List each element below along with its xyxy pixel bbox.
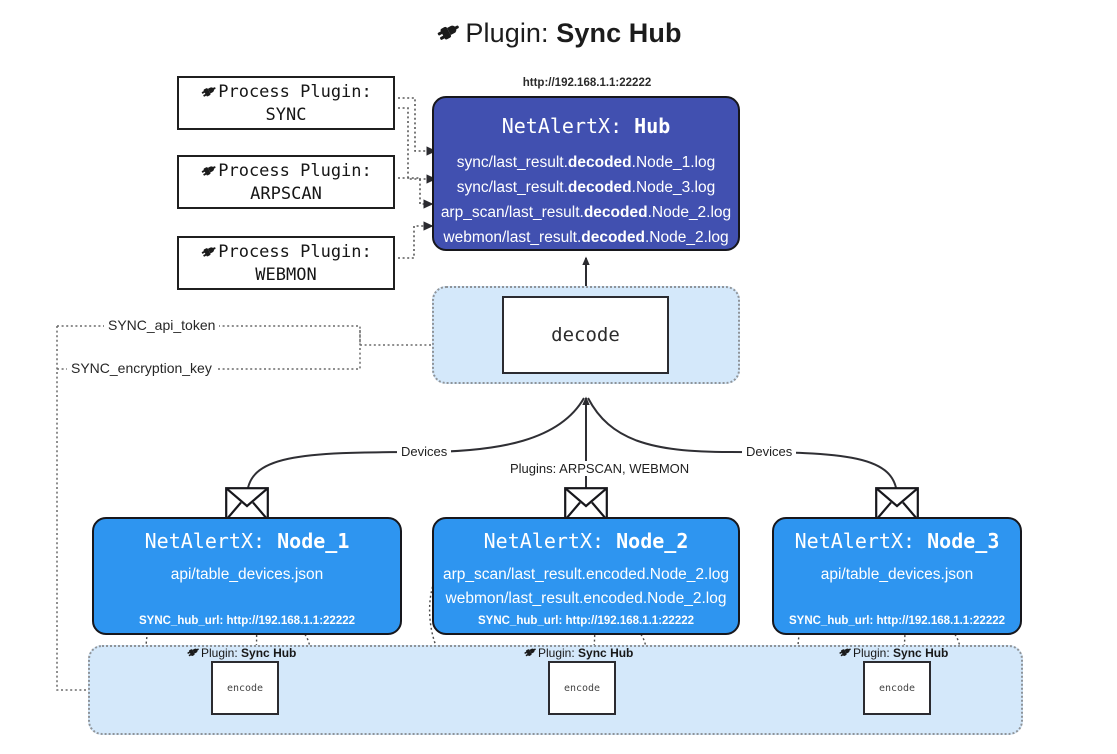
encode-box-3[interactable]: encode — [863, 661, 931, 715]
devices-left-label: Devices — [397, 444, 452, 459]
hub-node[interactable]: NetAlertX: Hub sync/last_result.decoded.… — [432, 96, 740, 251]
node-line: webmon/last_result.encoded.Node_2.log — [445, 590, 727, 607]
hub-log-row: webmon/last_result.decoded.Node_2.log — [434, 225, 738, 250]
node-title-name: Node_3 — [927, 529, 1000, 553]
hub-log-pre: sync/last_result. — [456, 154, 568, 171]
hub-log-pre: arp_scan/last_result. — [440, 204, 584, 221]
encoder-caption-name: Sync Hub — [578, 646, 634, 660]
hub-log-row: sync/last_result.decoded.Node_1.log — [434, 150, 738, 175]
process-plugin-label: Process Plugin: — [218, 242, 372, 262]
node-2-hub-url: SYNC_hub_url: http://192.168.1.1:22222 — [477, 615, 695, 627]
title-plugin-name: Sync Hub — [556, 18, 682, 48]
node-3[interactable]: NetAlertX: Node_3 api/table_devices.json… — [772, 517, 1022, 635]
process-plugin-name: SYNC — [265, 105, 307, 126]
hub-log-mid: decoded — [567, 179, 632, 196]
hub-title: NetAlertX: Hub — [434, 114, 738, 138]
node-title-prefix: NetAlertX: — [794, 529, 916, 553]
encoder-caption-name: Sync Hub — [893, 646, 949, 660]
envelope-icon — [225, 487, 269, 521]
process-plugin-name: ARPSCAN — [250, 184, 322, 205]
hub-log-post: .Node_3.log — [631, 179, 716, 196]
node-title-name: Node_1 — [277, 529, 350, 553]
process-plugin-arpscan-line1: Process Plugin: — [179, 161, 393, 184]
hub-title-prefix: NetAlertX: — [501, 114, 623, 138]
plug-icon — [200, 83, 217, 105]
plug-icon — [523, 645, 537, 662]
encoder-caption-name: Sync Hub — [241, 646, 297, 660]
hub-log-mid: decoded — [583, 204, 648, 221]
hub-log-pre: webmon/last_result. — [443, 229, 582, 246]
node-3-hub-url: SYNC_hub_url: http://192.168.1.1:22222 — [788, 615, 1006, 627]
process-plugin-sync-box[interactable]: Process Plugin: SYNC — [177, 76, 395, 130]
encoder-1-caption: Plugin: Sync Hub — [186, 645, 296, 662]
sync-api-token-label: SYNC_api_token — [104, 317, 220, 333]
process-plugin-sync-line1: Process Plugin: — [179, 82, 393, 105]
hub-url-label: http://192.168.1.1:22222 — [522, 77, 652, 89]
node-2[interactable]: NetAlertX: Node_2 arp_scan/last_result.e… — [432, 517, 740, 635]
hub-log-mid: decoded — [581, 229, 645, 246]
page-title: Plugin: Sync Hub — [0, 18, 1117, 52]
title-prefix: Plugin: — [465, 18, 549, 48]
node-title-prefix: NetAlertX: — [483, 529, 605, 553]
hub-title-name: Hub — [634, 114, 671, 138]
encoder-3-caption: Plugin: Sync Hub — [838, 645, 948, 662]
node-line: arp_scan/last_result.encoded.Node_2.log — [442, 566, 730, 583]
node-line: api/table_devices.json — [170, 566, 324, 583]
plug-icon — [186, 645, 200, 662]
hub-log-post: .Node_1.log — [631, 154, 716, 171]
sync-encryption-key-label: SYNC_encryption_key — [67, 360, 216, 376]
encoder-caption-prefix: Plugin: — [538, 646, 575, 660]
hub-log-list: sync/last_result.decoded.Node_1.log sync… — [434, 150, 738, 250]
process-plugin-arpscan-box[interactable]: Process Plugin: ARPSCAN — [177, 155, 395, 209]
node-1[interactable]: NetAlertX: Node_1 api/table_devices.json… — [92, 517, 402, 635]
hub-log-row: arp_scan/last_result.decoded.Node_2.log — [434, 200, 738, 225]
plug-icon — [200, 243, 217, 265]
process-plugin-label: Process Plugin: — [218, 82, 372, 102]
node-title-prefix: NetAlertX: — [144, 529, 266, 553]
node-1-hub-url: SYNC_hub_url: http://192.168.1.1:22222 — [138, 615, 356, 627]
node-2-title: NetAlertX: Node_2 — [434, 529, 738, 553]
plug-icon — [838, 645, 852, 662]
hub-log-post: .Node_2.log — [644, 229, 729, 246]
node-2-lines: arp_scan/last_result.encoded.Node_2.log … — [434, 563, 738, 611]
process-plugin-name: WEBMON — [255, 265, 317, 286]
envelope-icon — [875, 487, 919, 521]
hub-log-pre: sync/last_result. — [456, 179, 568, 196]
encode-box-1[interactable]: encode — [211, 661, 279, 715]
encoder-caption-prefix: Plugin: — [201, 646, 238, 660]
hub-log-mid: decoded — [567, 154, 632, 171]
process-plugin-webmon-box[interactable]: Process Plugin: WEBMON — [177, 236, 395, 290]
encode-box-2[interactable]: encode — [548, 661, 616, 715]
plugins-center-label: Plugins: ARPSCAN, WEBMON — [506, 461, 694, 476]
node-3-title: NetAlertX: Node_3 — [774, 529, 1020, 553]
hub-log-row: sync/last_result.decoded.Node_3.log — [434, 175, 738, 200]
plug-icon — [435, 19, 461, 52]
node-line: api/table_devices.json — [820, 566, 974, 583]
process-plugin-label: Process Plugin: — [218, 161, 372, 181]
envelope-icon — [564, 487, 608, 521]
process-plugin-webmon-line1: Process Plugin: — [179, 242, 393, 265]
node-title-name: Node_2 — [616, 529, 689, 553]
plug-icon — [200, 162, 217, 184]
hub-log-post: .Node_2.log — [647, 204, 732, 221]
node-1-lines: api/table_devices.json — [94, 563, 400, 587]
node-1-title: NetAlertX: Node_1 — [94, 529, 400, 553]
node-3-lines: api/table_devices.json — [774, 563, 1020, 587]
encoder-caption-prefix: Plugin: — [853, 646, 890, 660]
decode-box[interactable]: decode — [502, 296, 669, 374]
encoder-2-caption: Plugin: Sync Hub — [523, 645, 633, 662]
devices-right-label: Devices — [742, 444, 797, 459]
